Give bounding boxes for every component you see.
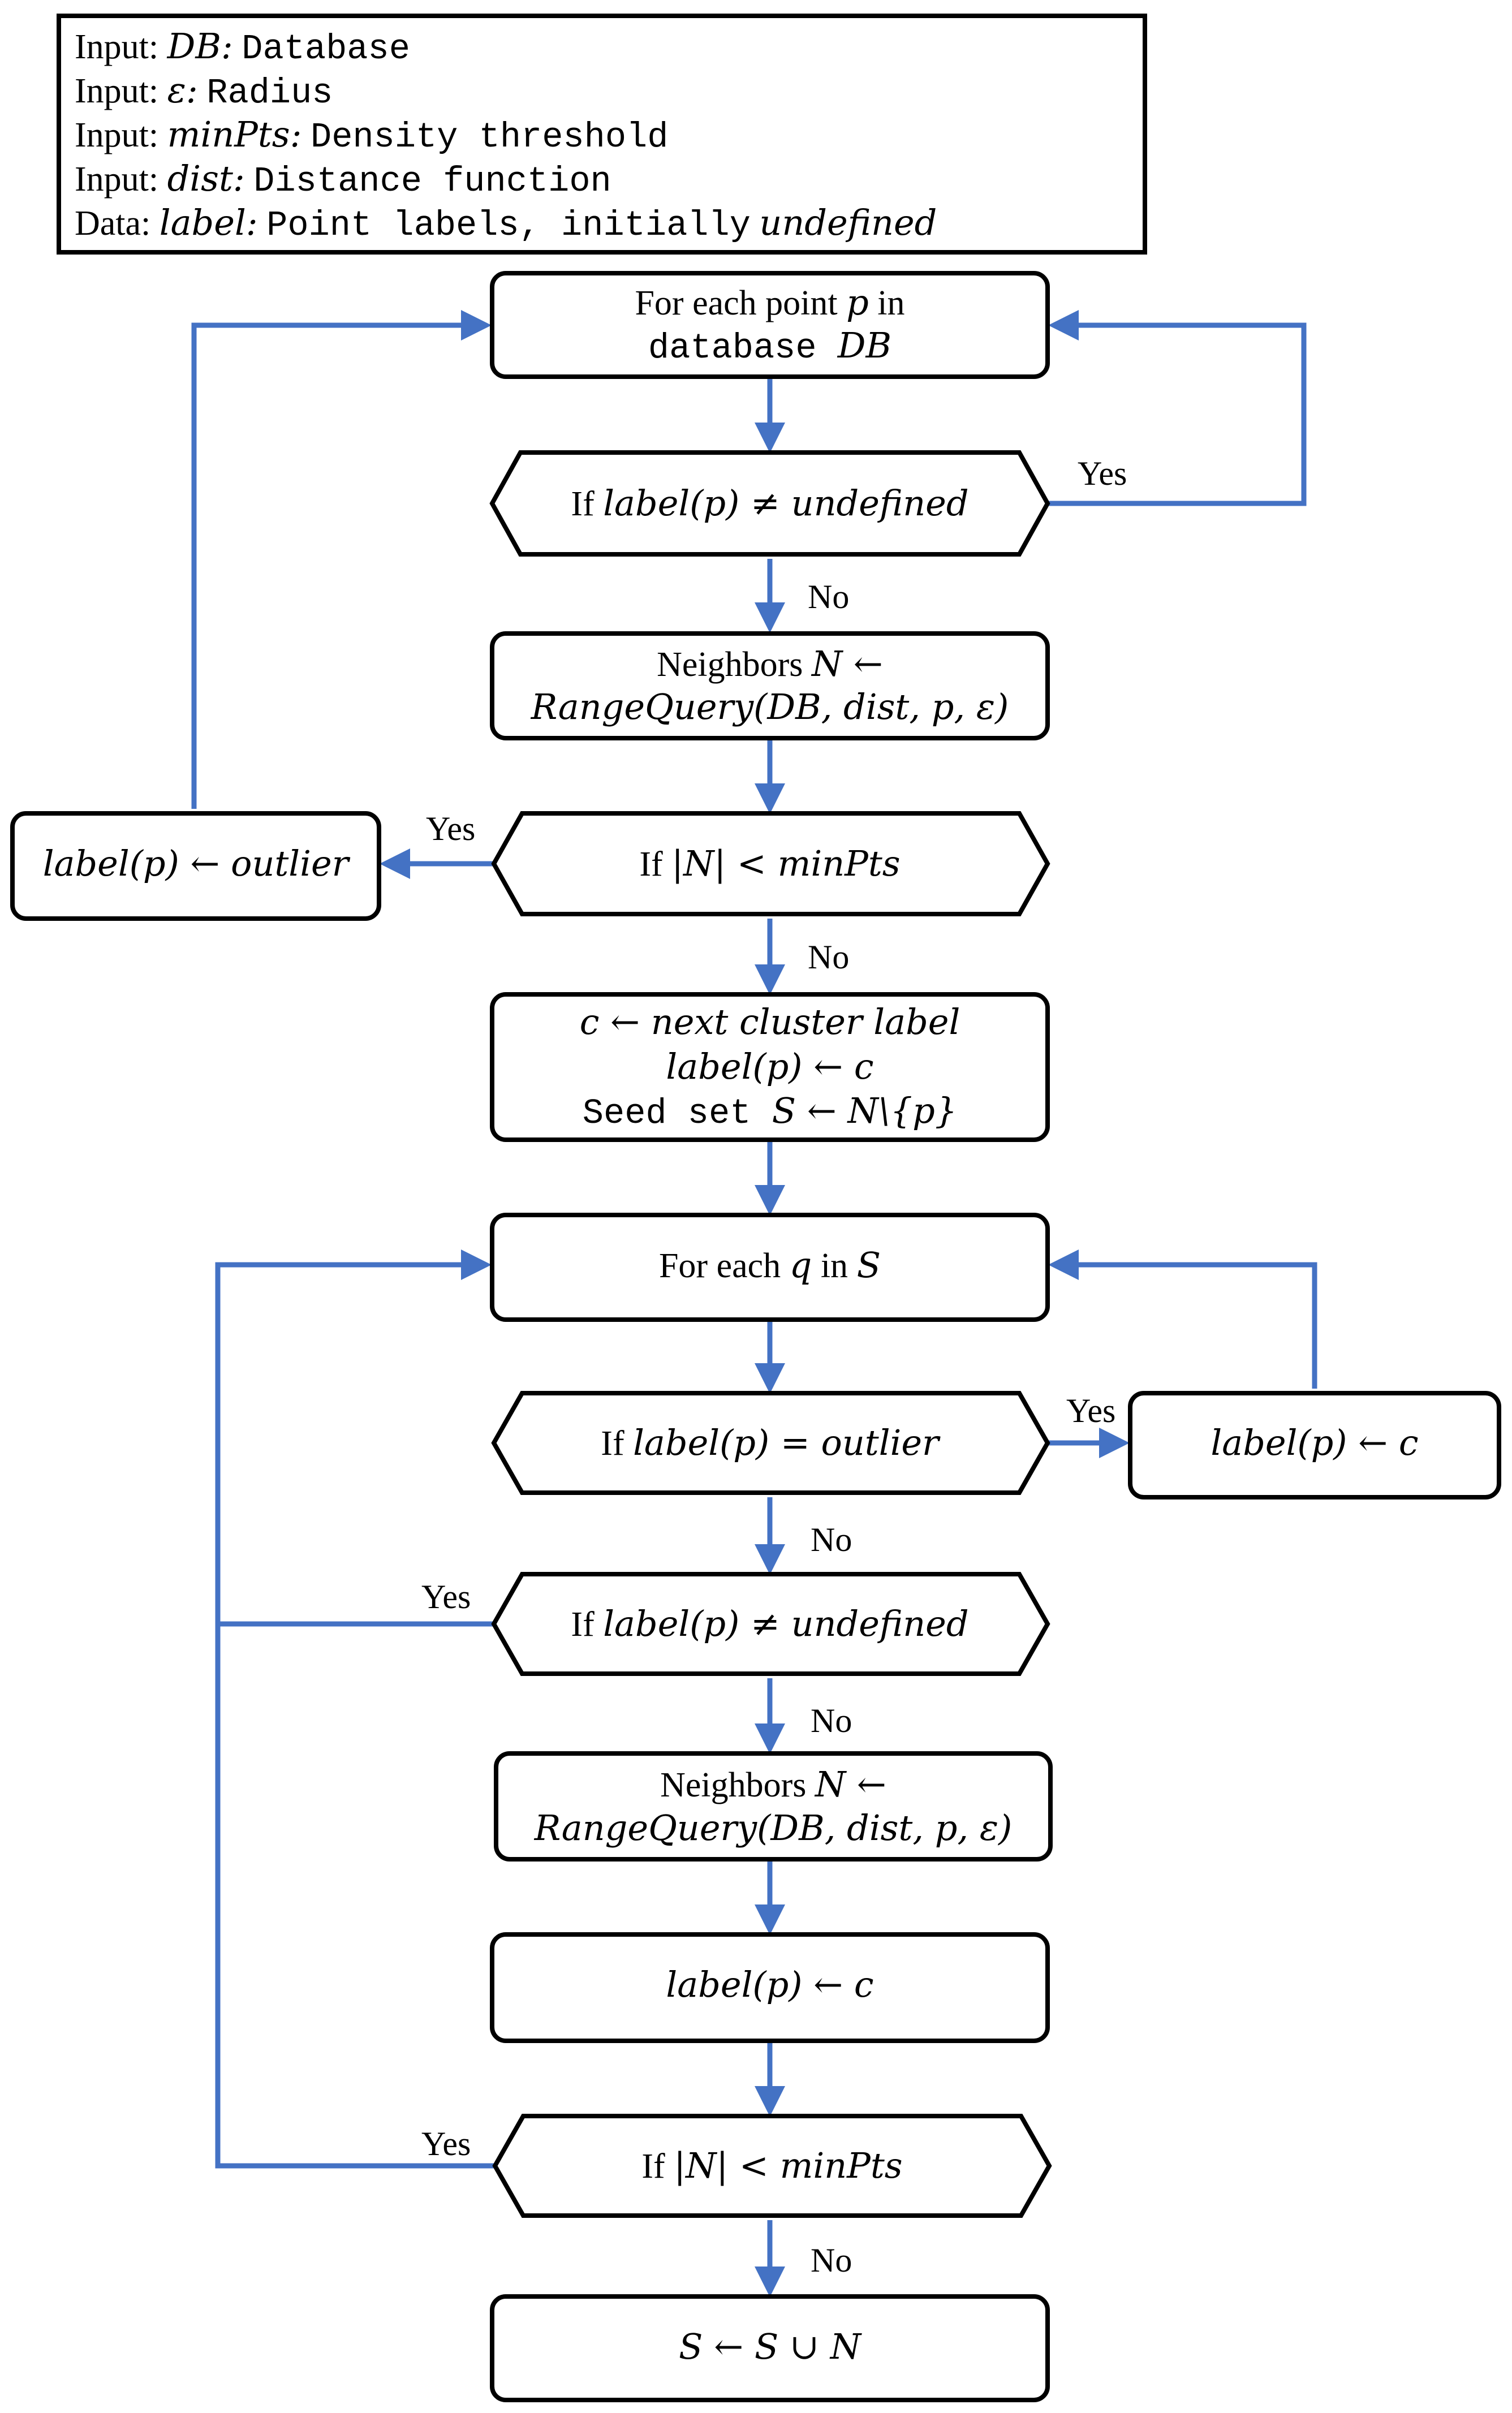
decision-label-undefined-2: If label(p) ≠ undefined	[491, 1572, 1050, 1676]
decision-label-outlier: If label(p) = outlier	[491, 1391, 1050, 1495]
node-relabel-text: label(p) ← c	[1211, 1422, 1418, 1463]
decision-label-outlier-text: If label(p) = outlier	[601, 1422, 941, 1463]
loop-left-rail	[215, 1621, 495, 2169]
data-line-label: Data: label: Point labels, initially und…	[75, 202, 937, 245]
edge-label-no-2: No	[808, 938, 849, 976]
input-box: Input: DB: Database Input: ε: Radius Inp…	[57, 14, 1147, 255]
node-union-text: S ← S ∪ N	[679, 2326, 863, 2367]
edge-label-yes-2: Yes	[426, 810, 475, 847]
node-cluster-init-line3: Seed set S ← N\{p}	[583, 1090, 957, 1134]
node-relabel: label(p) ← c	[1128, 1391, 1501, 1499]
connectors	[191, 310, 1317, 2297]
input-line-dist: Input: dist: Distance function	[75, 158, 611, 201]
edge-label-no-5: No	[811, 2242, 852, 2279]
edge-label-no-1: No	[808, 578, 849, 615]
node-neighbors-1-line2: RangeQuery(DB, dist, p, ε)	[531, 686, 1009, 727]
node-label-outlier-text: label(p) ← outlier	[43, 843, 351, 884]
node-neighbors-2-line2: RangeQuery(DB, dist, p, ε)	[534, 1807, 1013, 1848]
node-cluster-init-line2: label(p) ← c	[666, 1046, 873, 1087]
decision-label-undefined-1-text: If label(p) ≠ undefined	[571, 482, 968, 524]
edge-label-yes-1: Yes	[1078, 455, 1127, 492]
edge-label-yes-3: Yes	[1066, 1392, 1115, 1429]
decision-label-undefined-1: If label(p) ≠ undefined	[489, 450, 1050, 557]
decision-minpts-1-text: If |N| < minPts	[639, 843, 900, 884]
node-cluster-init-line1: c ← next cluster label	[580, 1001, 960, 1042]
input-line-minpts: Input: minPts: Density threshold	[75, 114, 669, 157]
edge-label-yes-4: Yes	[421, 1578, 471, 1615]
edge-label-no-3: No	[811, 1521, 852, 1558]
node-assign-text: label(p) ← c	[666, 1964, 873, 2005]
loop-outlier-to-foreach-p	[191, 310, 492, 809]
node-for-each-q-text: For each q in S	[659, 1244, 881, 1286]
loop-relabel-to-foreach-q	[1048, 1249, 1317, 1389]
node-for-each-point-line2: database DB	[648, 325, 891, 368]
node-neighbors-2: Neighbors N ← RangeQuery(DB, dist, p, ε)	[494, 1751, 1053, 1862]
node-neighbors-1-line1: Neighbors N ←	[657, 643, 883, 684]
node-assign: label(p) ← c	[490, 1932, 1050, 2043]
input-line-epsilon: Input: ε: Radius	[75, 70, 333, 113]
decision-minpts-2-text: If |N| < minPts	[641, 2145, 902, 2186]
decision-minpts-2: If |N| < minPts	[492, 2114, 1052, 2218]
node-neighbors-1: Neighbors N ← RangeQuery(DB, dist, p, ε)	[490, 631, 1050, 740]
decision-label-undefined-2-text: If label(p) ≠ undefined	[571, 1603, 968, 1644]
node-for-each-point: For each point p in database DB	[490, 271, 1050, 379]
loop-left-to-foreach-q	[215, 1249, 492, 1624]
edge-label-yes-5: Yes	[421, 2125, 471, 2162]
loop-yes-undef-to-foreach-p	[1048, 310, 1307, 506]
node-label-outlier: label(p) ← outlier	[10, 811, 381, 921]
node-neighbors-2-line1: Neighbors N ←	[660, 1764, 886, 1805]
edge-label-no-4: No	[811, 1702, 852, 1739]
node-union: S ← S ∪ N	[490, 2294, 1050, 2402]
input-line-db: Input: DB: Database	[75, 25, 410, 69]
edge-labels: Yes No Yes No Yes No Yes No Yes No	[421, 455, 1127, 2279]
decision-minpts-1: If |N| < minPts	[491, 811, 1050, 916]
node-for-each-point-line1: For each point p in	[635, 282, 904, 323]
node-for-each-q: For each q in S	[490, 1213, 1050, 1322]
node-cluster-init: c ← next cluster label label(p) ← c Seed…	[490, 992, 1050, 1142]
